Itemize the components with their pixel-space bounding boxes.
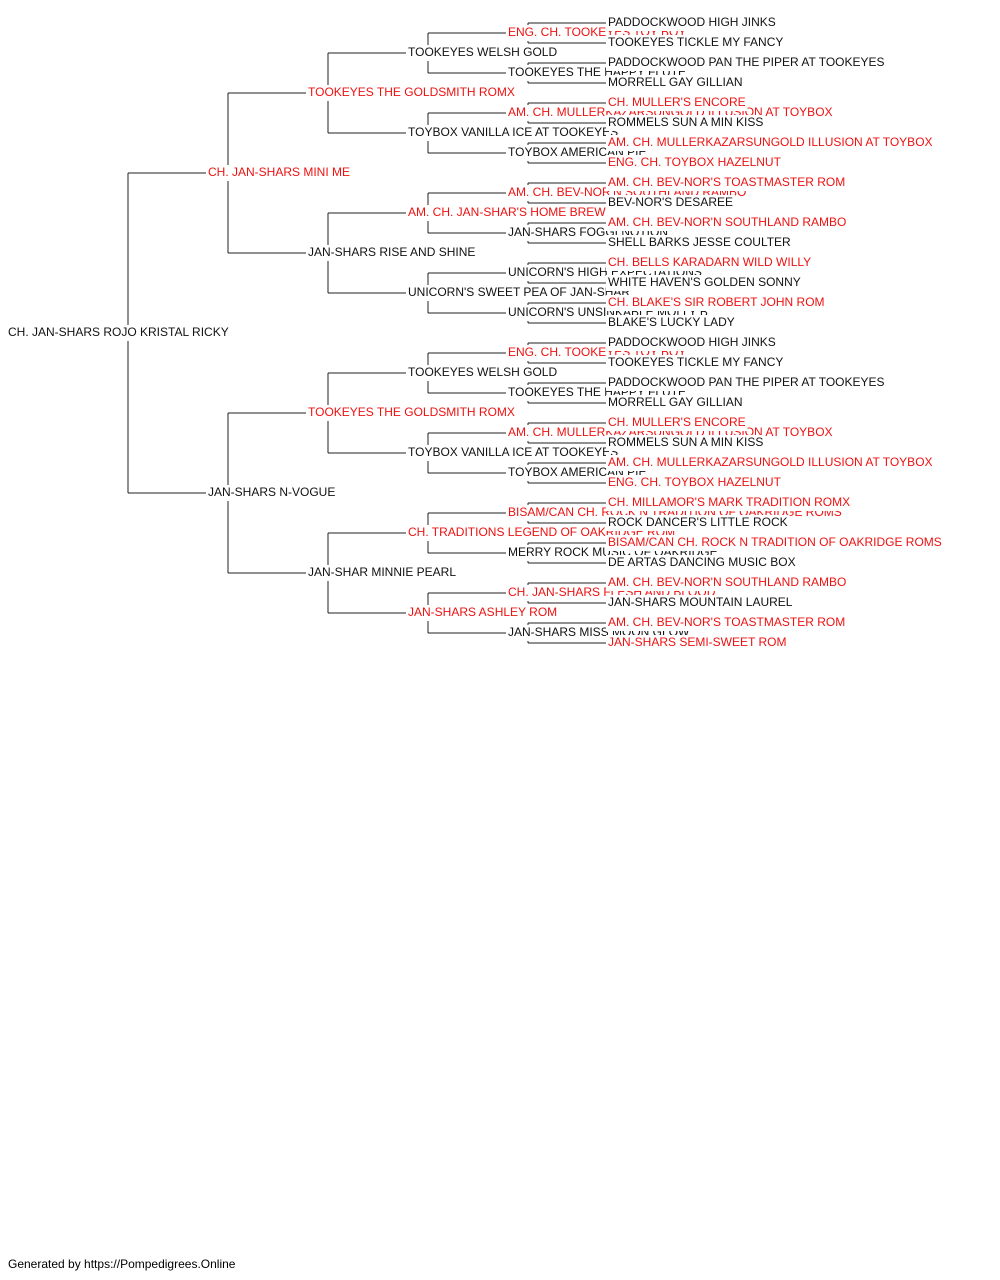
dog-name: CH. JAN-SHARS ROJO KRISTAL RICKY	[8, 325, 229, 339]
dog-name: CH. MILLAMOR'S MARK TRADITION ROMX	[608, 495, 850, 509]
dog-name: JAN-SHARS N-VOGUE	[208, 485, 335, 499]
dog-name: UNICORN'S SWEET PEA OF JAN-SHAR	[408, 285, 630, 299]
label-backdrop	[606, 155, 783, 171]
dog-name: JAN-SHARS ASHLEY ROM	[408, 605, 557, 619]
label-backdrop	[606, 595, 795, 611]
label-backdrop	[606, 375, 887, 391]
dog-name: CH. MULLER'S ENCORE	[608, 415, 746, 429]
dog-name: TOOKEYES TICKLE MY FANCY	[608, 35, 783, 49]
dog-name: TOOKEYES WELSH GOLD	[408, 365, 557, 379]
label-backdrop	[406, 365, 560, 381]
label-backdrop	[606, 575, 849, 591]
dog-name: ROCK DANCER'S LITTLE ROCK	[608, 515, 788, 529]
dog-name: CH. JAN-SHARS MINI ME	[208, 165, 350, 179]
dog-name: AM. CH. MULLERKAZARSUNGOLD ILLUSION AT T…	[608, 455, 933, 469]
dog-name: ROMMELS SUN A MIN KISS	[608, 435, 763, 449]
label-backdrop	[606, 175, 848, 191]
dog-name: AM. CH. JAN-SHAR'S HOME BREW	[408, 205, 606, 219]
dog-name: WHITE HAVEN'S GOLDEN SONNY	[608, 275, 801, 289]
label-backdrop	[606, 35, 786, 51]
dog-name: BEV-NOR'S DESAREE	[608, 195, 733, 209]
label-backdrop	[606, 415, 748, 431]
label-backdrop	[606, 195, 735, 211]
label-backdrop	[406, 125, 621, 141]
dog-name: CH. MULLER'S ENCORE	[608, 95, 746, 109]
label-backdrop	[606, 315, 737, 331]
dog-name: JAN-SHAR MINNIE PEARL	[308, 565, 456, 579]
dog-name: ENG. CH. TOYBOX HAZELNUT	[608, 475, 782, 489]
label-backdrop	[406, 445, 621, 461]
label-backdrop	[206, 485, 338, 501]
label-backdrop	[606, 255, 814, 271]
label-backdrop	[606, 215, 849, 231]
dog-name: TOOKEYES THE GOLDSMITH ROMX	[308, 85, 515, 99]
dog-name: JAN-SHARS SEMI-SWEET ROM	[608, 635, 786, 649]
label-backdrop	[606, 335, 778, 351]
dog-name: AM. CH. BEV-NOR'S TOASTMASTER ROM	[608, 615, 845, 629]
label-backdrop	[606, 75, 745, 91]
label-backdrop	[606, 555, 798, 571]
dog-name: CH. BLAKE'S SIR ROBERT JOHN ROM	[608, 295, 825, 309]
label-backdrop	[306, 565, 459, 581]
label-backdrop	[606, 15, 778, 31]
label-backdrop	[606, 395, 745, 411]
label-backdrop	[606, 235, 793, 251]
dog-name: TOOKEYES THE GOLDSMITH ROMX	[308, 405, 515, 419]
label-backdrop	[606, 535, 944, 551]
label-backdrop	[606, 495, 853, 511]
dog-name: DE ARTAS DANCING MUSIC BOX	[608, 555, 796, 569]
dog-name: ENG. CH. TOYBOX HAZELNUT	[608, 155, 782, 169]
label-backdrop	[606, 635, 789, 651]
label-backdrop	[606, 355, 786, 371]
label-backdrop	[406, 605, 560, 621]
dog-name: SHELL BARKS JESSE COULTER	[608, 235, 791, 249]
label-backdrop	[606, 435, 766, 451]
dog-name: CH. BELLS KARADARN WILD WILLY	[608, 255, 811, 269]
label-backdrop	[606, 515, 790, 531]
label-backdrop	[606, 115, 766, 131]
label-backdrop	[6, 325, 231, 341]
label-backdrop	[606, 475, 783, 491]
dog-name: AM. CH. BEV-NOR'N SOUTHLAND RAMBO	[608, 215, 846, 229]
dog-name: PADDOCKWOOD PAN THE PIPER AT TOOKEYES	[608, 375, 885, 389]
dog-name: TOYBOX VANILLA ICE AT TOOKEYES	[408, 445, 618, 459]
label-backdrop	[306, 85, 517, 101]
label-backdrop	[306, 405, 517, 421]
dog-name: BLAKE'S LUCKY LADY	[608, 315, 735, 329]
label-backdrop	[606, 135, 935, 151]
footer-credit: Generated by https://Pompedigrees.Online	[8, 1257, 236, 1271]
dog-name: PADDOCKWOOD HIGH JINKS	[608, 335, 776, 349]
label-backdrop	[606, 95, 748, 111]
label-backdrop	[606, 275, 803, 291]
dog-name: MORRELL GAY GILLIAN	[608, 75, 743, 89]
dog-name: PADDOCKWOOD PAN THE PIPER AT TOOKEYES	[608, 55, 885, 69]
dog-name: AM. CH. BEV-NOR'S TOASTMASTER ROM	[608, 175, 845, 189]
label-backdrop	[406, 205, 608, 221]
dog-name: AM. CH. MULLERKAZARSUNGOLD ILLUSION AT T…	[608, 135, 933, 149]
dog-name: PADDOCKWOOD HIGH JINKS	[608, 15, 776, 29]
dog-name: TOOKEYES TICKLE MY FANCY	[608, 355, 783, 369]
label-backdrop	[606, 615, 848, 631]
dog-name: TOYBOX VANILLA ICE AT TOOKEYES	[408, 125, 618, 139]
label-backdrop	[606, 295, 827, 311]
dog-name: MORRELL GAY GILLIAN	[608, 395, 743, 409]
label-backdrop	[406, 285, 633, 301]
dog-name: JAN-SHARS RISE AND SHINE	[308, 245, 475, 259]
label-backdrop	[606, 455, 935, 471]
label-backdrop	[206, 165, 353, 181]
dog-name: JAN-SHARS MOUNTAIN LAUREL	[608, 595, 793, 609]
dog-name: TOOKEYES WELSH GOLD	[408, 45, 557, 59]
label-backdrop	[606, 55, 887, 71]
dog-name: ROMMELS SUN A MIN KISS	[608, 115, 763, 129]
label-backdrop	[306, 245, 478, 261]
dog-name: AM. CH. BEV-NOR'N SOUTHLAND RAMBO	[608, 575, 846, 589]
label-backdrop	[406, 45, 560, 61]
dog-name: BISAM/CAN CH. ROCK N TRADITION OF OAKRID…	[608, 535, 942, 549]
